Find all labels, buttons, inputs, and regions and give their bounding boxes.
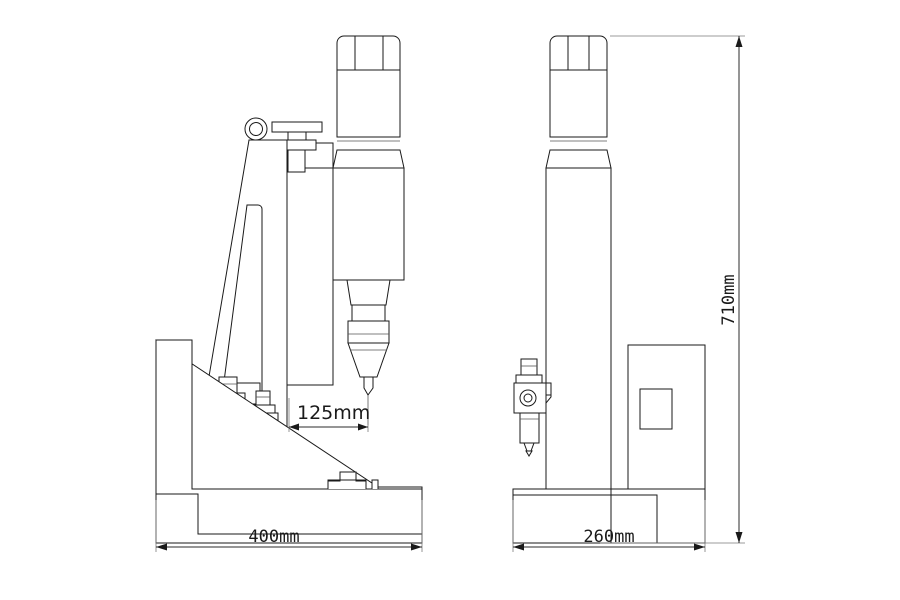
dimension-label-260mm: 260mm xyxy=(583,527,634,547)
dimension-overall-width: 400mm xyxy=(155,500,423,552)
column-side xyxy=(545,167,612,490)
side-access-panel xyxy=(639,388,673,430)
machine-casing-side xyxy=(627,344,706,490)
motor-body-side xyxy=(549,69,608,150)
dimension-label-400mm: 400mm xyxy=(248,527,299,547)
dimension-stroke-reach: 125mm xyxy=(288,398,370,432)
spindle-housing xyxy=(332,149,405,281)
dimension-overall-height: 710mm xyxy=(600,35,745,544)
head-bracket xyxy=(286,142,334,386)
front-view xyxy=(155,35,423,544)
dimension-label-710mm: 710mm xyxy=(719,274,739,325)
dimension-label-125mm: 125mm xyxy=(297,402,370,424)
air-filter-regulator-side xyxy=(513,358,551,456)
machine-base-side xyxy=(512,488,706,544)
quill xyxy=(346,279,391,322)
dimension-overall-depth: 260mm xyxy=(512,500,706,552)
drill-chuck xyxy=(347,320,390,378)
side-view xyxy=(512,35,706,544)
motor-head-side xyxy=(549,35,608,71)
handle-knob xyxy=(271,121,323,133)
motor-head xyxy=(336,35,401,71)
